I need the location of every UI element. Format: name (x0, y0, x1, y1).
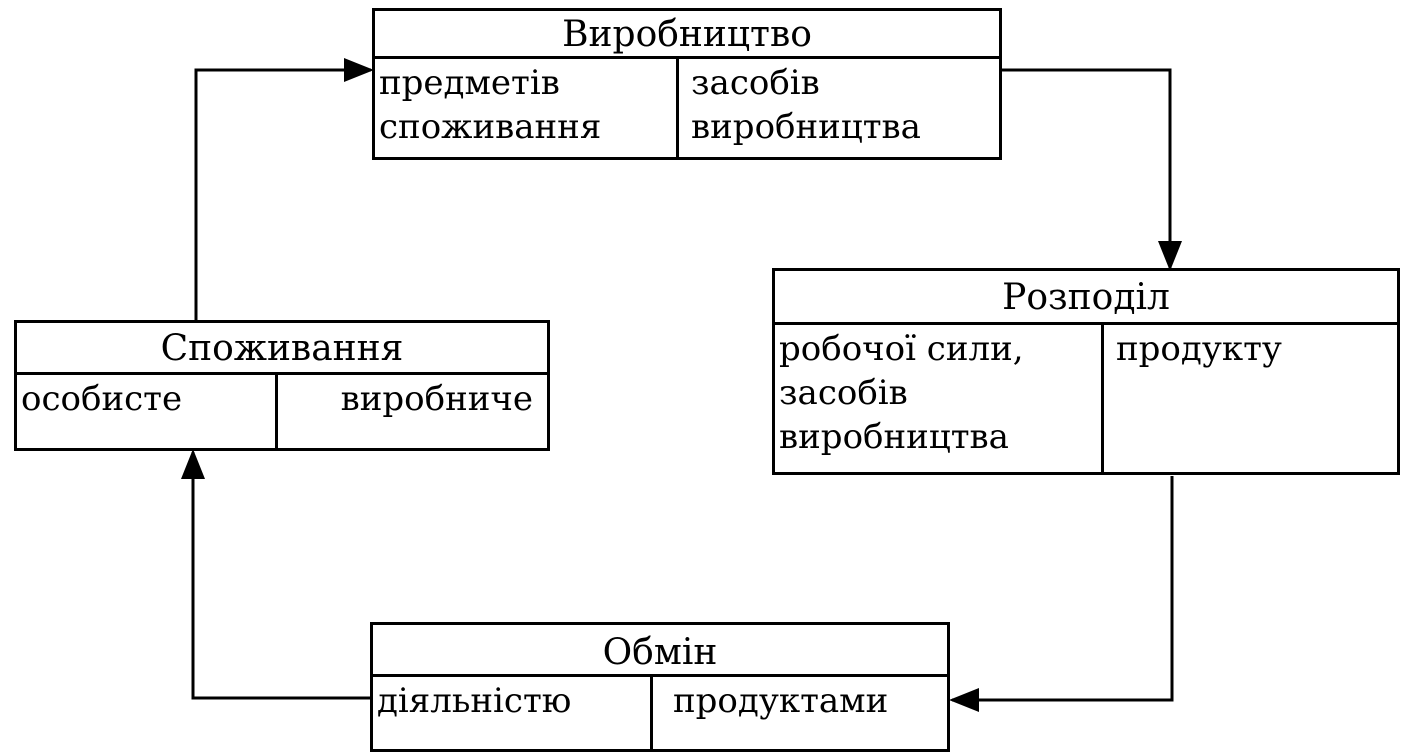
node-production-cell-means-of-production: засобів виробництва (676, 59, 999, 157)
node-consumption-title: Споживання (17, 323, 547, 375)
node-production-cell-consumer-goods: предметів споживання (379, 63, 602, 147)
edge-consumption-to-production (194, 58, 374, 322)
node-production-title: Виробництво (375, 11, 999, 59)
node-exchange: Обмін діяльністю продуктами (370, 622, 950, 752)
node-distribution-cell-labor-means: робочої сили, засобів виробництва (779, 329, 1024, 457)
node-consumption-cell-personal: особисте (21, 379, 183, 419)
node-distribution: Розподіл робочої сили, засобів виробницт… (772, 268, 1400, 475)
node-exchange-cell-products: продуктами (650, 677, 947, 749)
node-exchange-title: Обмін (373, 625, 947, 677)
node-consumption-cell-productive: виробниче (275, 375, 547, 448)
node-production: Виробництво предметів споживання засобів… (372, 8, 1002, 160)
node-exchange-cell-activity: діяльністю (377, 681, 572, 721)
edge-production-to-distribution (1000, 68, 1182, 271)
node-consumption: Споживання особисте виробниче (14, 320, 550, 451)
edge-distribution-to-exchange (949, 476, 1174, 712)
edge-exchange-to-consumption (181, 449, 372, 700)
node-distribution-cell-product: продукту (1101, 325, 1397, 472)
node-distribution-title: Розподіл (775, 271, 1397, 325)
